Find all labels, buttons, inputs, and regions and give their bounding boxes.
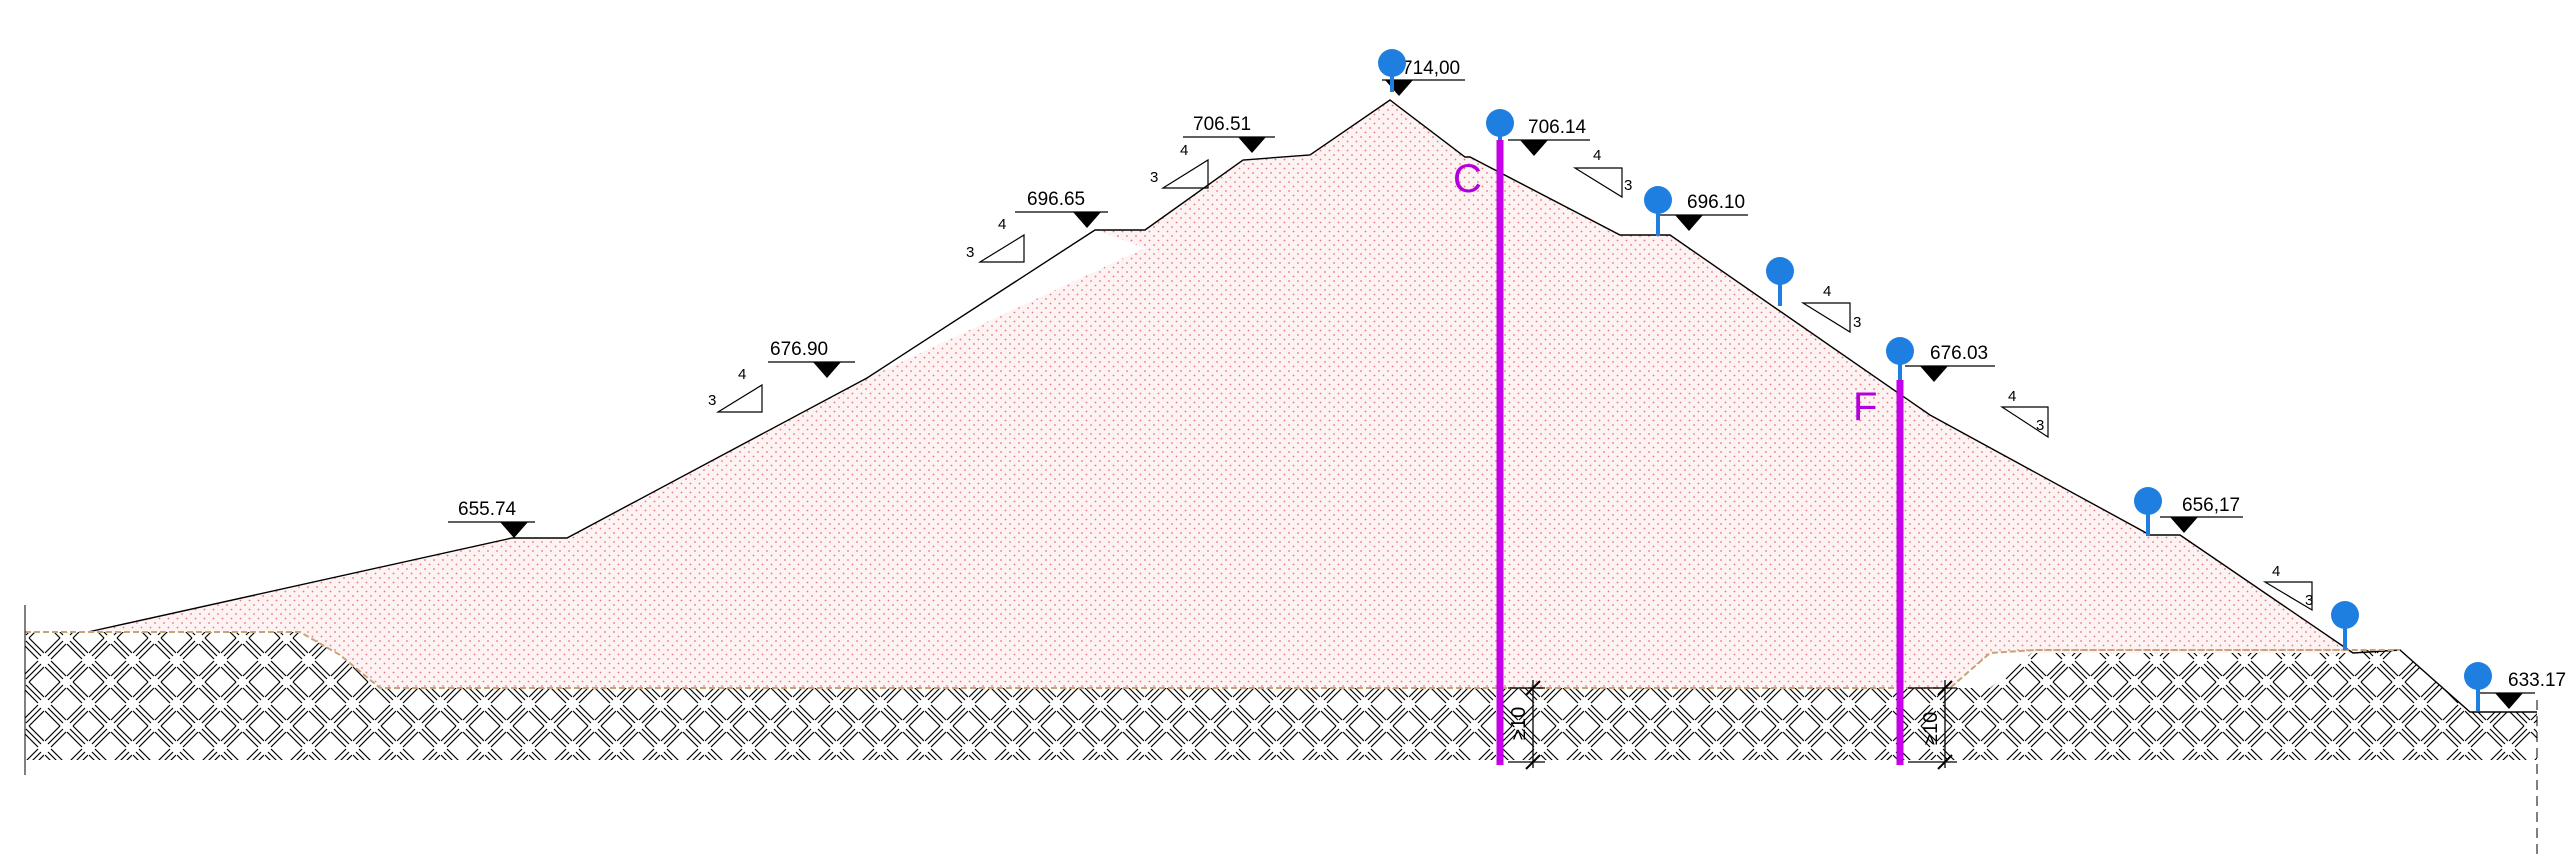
elevation-right-696: 696.10 [1687, 192, 1745, 213]
svg-text:4: 4 [2272, 563, 2280, 580]
elevation-left-676: 676.90 [770, 339, 828, 360]
piezometer-icon [1766, 257, 1794, 306]
slope-triangle-icon: 4 3 [1572, 147, 1632, 199]
svg-text:3: 3 [1150, 169, 1158, 186]
piezometer-icon [2464, 662, 2492, 711]
elevation-left-706: 706.51 [1193, 114, 1251, 135]
level-marker-icon: 655.74 [448, 499, 535, 538]
level-marker-icon: 706.51 [1183, 114, 1275, 153]
svg-text:3: 3 [1853, 314, 1861, 331]
svg-text:3: 3 [1624, 177, 1632, 194]
piezometer-icon [1644, 186, 1672, 236]
depth-label-c: ≥10 [1508, 707, 1530, 740]
elevation-left-655: 655.74 [458, 499, 517, 520]
dam-outline [87, 99, 2537, 713]
svg-text:4: 4 [2008, 388, 2016, 405]
slope-triangle-icon: 4 3 [1999, 388, 2049, 439]
svg-text:4: 4 [998, 216, 1006, 233]
svg-text:4: 4 [1823, 283, 1831, 300]
depth-dimension-c: ≥10 [1508, 680, 1545, 770]
svg-text:4: 4 [1180, 142, 1188, 159]
dam-body [88, 100, 2353, 688]
elevation-right-656: 656,17 [2182, 495, 2240, 516]
borehole-f-label: F [1853, 385, 1877, 429]
elevation-right-676: 676.03 [1930, 343, 1988, 364]
svg-text:3: 3 [966, 244, 974, 261]
piezometer-icon [2331, 601, 2359, 650]
slope-triangle-icon: 3 4 [708, 366, 763, 413]
svg-text:4: 4 [738, 366, 746, 383]
depth-dimension-f: ≥10 [1908, 680, 1957, 770]
elevation-left-696: 696.65 [1027, 189, 1085, 210]
elevation-crest: 714,00 [1402, 58, 1460, 79]
piezometer-icon [2134, 487, 2162, 536]
slope-triangle-icon: 4 3 [1800, 283, 1861, 334]
level-marker-icon: 656,17 [2160, 495, 2243, 533]
level-marker-icon: 676.90 [768, 339, 855, 378]
svg-text:4: 4 [1593, 147, 1601, 164]
piezometer-icon [1378, 49, 1406, 92]
elevation-right-706: 706.14 [1528, 117, 1587, 138]
slope-triangle-icon: 4 3 [2262, 563, 2313, 612]
svg-text:3: 3 [2305, 592, 2313, 609]
level-marker-icon: 696.10 [1660, 192, 1748, 231]
borehole-c-label: C [1453, 157, 1482, 201]
svg-text:3: 3 [2036, 417, 2044, 434]
core-boundary [25, 631, 2400, 689]
level-marker-icon: 676.03 [1905, 343, 1995, 382]
elevation-toe: 633.17 [2508, 670, 2566, 691]
slope-triangle-icon: 3 4 [966, 216, 1025, 263]
level-marker-icon: 706.14 [1508, 117, 1590, 156]
depth-label-f: ≥10 [1920, 712, 1942, 745]
svg-text:3: 3 [708, 392, 716, 409]
level-marker-icon: 633.17 [2480, 670, 2566, 709]
slope-triangle-icon: 3 4 [1150, 142, 1209, 189]
level-marker-icon: 696.65 [1015, 189, 1108, 228]
foundation-hatch [25, 632, 2537, 760]
